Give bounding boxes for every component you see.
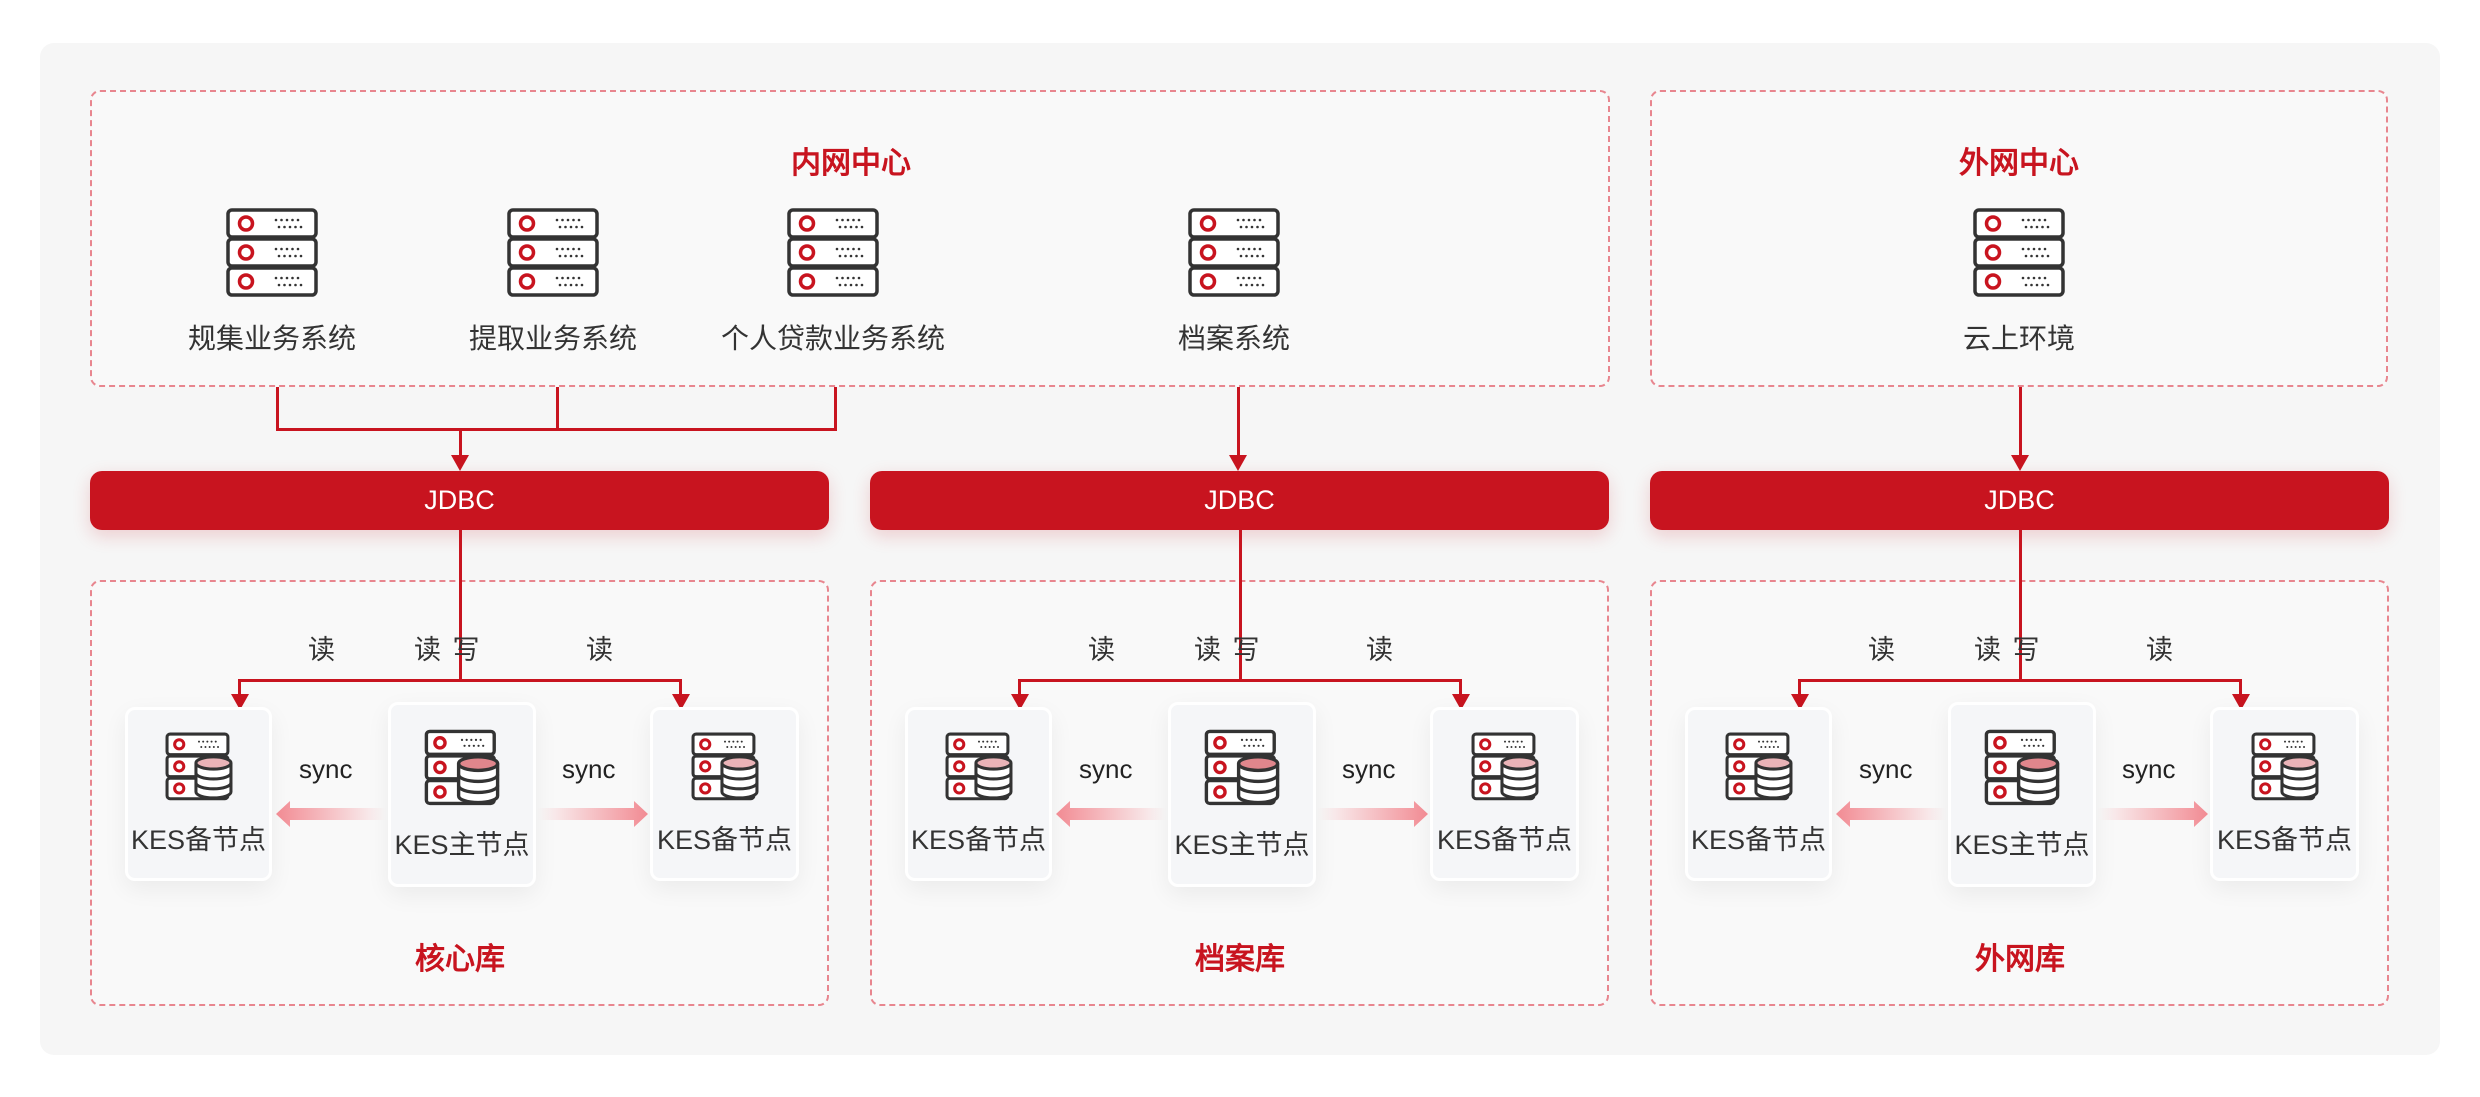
node-label: KES主节点 xyxy=(394,829,530,860)
connector xyxy=(1239,530,1242,682)
database-server-icon xyxy=(2250,731,2320,806)
jdbc-bar: JDBC xyxy=(1650,471,2389,530)
arrow-down-icon xyxy=(1011,694,1029,710)
server-icon xyxy=(787,208,879,303)
extranet-title: 外网中心 xyxy=(1959,147,2079,180)
sync-arrow-left-icon xyxy=(276,801,386,827)
arrow-down-icon xyxy=(2011,455,2029,471)
arrow-down-icon xyxy=(1791,694,1809,710)
system-label: 规集业务系统 xyxy=(187,323,356,354)
connector xyxy=(2239,679,2242,697)
connector xyxy=(238,679,681,682)
read-label: 读 xyxy=(308,635,335,665)
connector xyxy=(1018,679,1021,697)
connector xyxy=(1018,679,1461,682)
read-write-label: 读 写 xyxy=(1974,635,2042,665)
system-label: 档案系统 xyxy=(1177,323,1290,354)
connector xyxy=(1798,679,1801,697)
database-group-title: 档案库 xyxy=(1195,943,1285,976)
read-label: 读 xyxy=(1868,635,1895,665)
sync-label: sync xyxy=(562,754,616,784)
database-server-icon xyxy=(1983,728,2061,811)
database-server-icon xyxy=(1724,731,1794,806)
standby-node-card[interactable]: KES备节点 xyxy=(905,707,1052,881)
database-server-icon xyxy=(1470,731,1540,806)
arrow-down-icon xyxy=(1452,694,1470,710)
connector xyxy=(1459,679,1462,697)
database-server-icon xyxy=(164,731,234,806)
standby-node-card[interactable]: KES备节点 xyxy=(1685,707,1832,881)
read-write-label: 读 写 xyxy=(414,635,482,665)
arrow-down-icon xyxy=(1229,455,1247,471)
server-icon xyxy=(226,208,318,303)
sync-arrow-left-icon xyxy=(1836,801,1946,827)
node-label: KES备节点 xyxy=(910,825,1047,855)
sync-arrow-right-icon xyxy=(2098,801,2208,827)
standby-node-card[interactable]: KES备节点 xyxy=(650,707,799,881)
read-label: 读 xyxy=(1088,635,1115,665)
jdbc-bar: JDBC xyxy=(90,471,829,530)
arrow-down-icon xyxy=(2232,694,2250,710)
read-label: 读 xyxy=(586,635,613,665)
node-label: KES备节点 xyxy=(130,825,267,855)
system-cloud[interactable]: 云上环境 xyxy=(1869,208,2169,357)
connector xyxy=(459,428,462,458)
system-archive[interactable]: 档案系统 xyxy=(1084,208,1384,357)
arrow-down-icon xyxy=(672,694,690,710)
sync-arrow-right-icon xyxy=(1318,801,1428,827)
system-label: 云上环境 xyxy=(1962,323,2075,354)
system-label: 提取业务系统 xyxy=(468,323,637,354)
standby-node-card[interactable]: KES备节点 xyxy=(125,707,272,881)
intranet-title: 内网中心 xyxy=(791,147,911,180)
connector xyxy=(679,679,682,697)
system-collection[interactable]: 规集业务系统 xyxy=(122,208,422,357)
node-label: KES备节点 xyxy=(1436,825,1573,855)
read-write-label: 读 写 xyxy=(1194,635,1262,665)
connector xyxy=(2019,387,2022,457)
database-group-title: 核心库 xyxy=(415,943,505,976)
connector xyxy=(238,679,241,697)
database-server-icon xyxy=(690,731,760,806)
system-personal-loan[interactable]: 个人贷款业务系统 xyxy=(683,208,983,357)
connector xyxy=(459,530,462,682)
sync-label: sync xyxy=(1079,754,1133,784)
connector xyxy=(1798,679,2241,682)
jdbc-bar: JDBC xyxy=(870,471,1609,530)
connector xyxy=(276,428,837,431)
sync-arrow-right-icon xyxy=(538,801,648,827)
read-label: 读 xyxy=(1366,635,1393,665)
connector xyxy=(276,387,279,430)
connector xyxy=(1237,387,1240,457)
system-extraction[interactable]: 提取业务系统 xyxy=(403,208,703,357)
node-label: KES主节点 xyxy=(1174,829,1310,860)
arrow-down-icon xyxy=(451,455,469,471)
node-label: KES备节点 xyxy=(1690,825,1827,855)
primary-node-card[interactable]: KES主节点 xyxy=(1948,702,2096,887)
sync-arrow-left-icon xyxy=(1056,801,1166,827)
sync-label: sync xyxy=(299,754,353,784)
server-icon xyxy=(1188,208,1280,303)
primary-node-card[interactable]: KES主节点 xyxy=(388,702,536,887)
connector xyxy=(556,387,559,430)
connector xyxy=(834,387,837,430)
database-server-icon xyxy=(1203,728,1281,811)
connector xyxy=(2019,530,2022,682)
standby-node-card[interactable]: KES备节点 xyxy=(1430,707,1579,881)
sync-label: sync xyxy=(1859,754,1913,784)
database-group-title: 外网库 xyxy=(1975,943,2065,976)
database-server-icon xyxy=(423,728,501,811)
standby-node-card[interactable]: KES备节点 xyxy=(2210,707,2359,881)
node-label: KES备节点 xyxy=(2216,825,2353,855)
primary-node-card[interactable]: KES主节点 xyxy=(1168,702,1316,887)
server-icon xyxy=(507,208,599,303)
node-label: KES备节点 xyxy=(656,825,793,855)
sync-label: sync xyxy=(2122,754,2176,784)
server-icon xyxy=(1973,208,2065,303)
sync-label: sync xyxy=(1342,754,1396,784)
read-label: 读 xyxy=(2146,635,2173,665)
arrow-down-icon xyxy=(231,694,249,710)
database-server-icon xyxy=(944,731,1014,806)
system-label: 个人贷款业务系统 xyxy=(720,323,945,354)
node-label: KES主节点 xyxy=(1954,829,2090,860)
